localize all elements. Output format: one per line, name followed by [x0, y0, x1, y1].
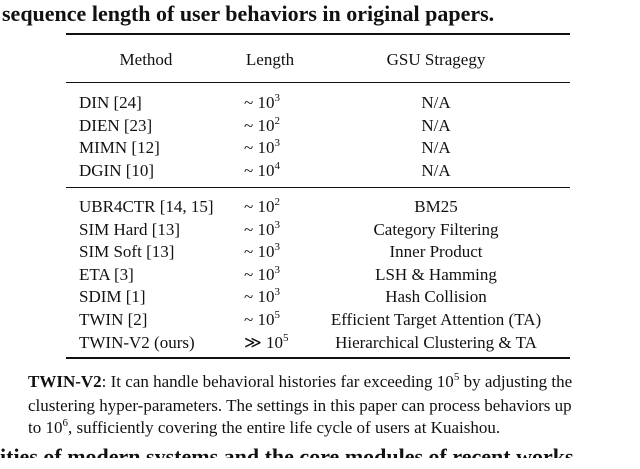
note-line-2: clustering hyper-parameters. The setting… [28, 396, 572, 415]
cell-gsu-strategy: Inner Product [389, 242, 483, 262]
table-row: TWIN-V2 (ours) ≫ 105 Hierarchical Clusteri… [0, 331, 640, 354]
cell-gsu-strategy: N/A [421, 93, 451, 112]
table-row: SDIM [1] ~ 103 Hash Collision [0, 285, 640, 308]
cell-length: ~ 102 [244, 196, 280, 216]
table-row: SIM Hard [13] ~ 103 Category Filtering [0, 218, 640, 241]
cell-gsu-strategy: N/A [421, 138, 451, 158]
group-divider-rule [66, 187, 570, 188]
table-row: DIN [24] ~ 103 N/A [0, 91, 640, 114]
cell-method: ETA [3] [79, 264, 134, 284]
cell-length: ~ 103 [244, 241, 280, 262]
cell-gsu-strategy: Hash Collision [385, 287, 487, 307]
cell-method: TWIN [2] [79, 310, 148, 329]
header-method: Method [119, 50, 173, 69]
header-rule [66, 82, 570, 83]
cell-gsu-strategy: BM25 [414, 197, 458, 216]
cell-gsu-strategy: LSH & Hamming [375, 264, 497, 284]
cell-method: MIMN [12] [79, 138, 160, 158]
cell-length: ~ 102 [244, 114, 280, 135]
cell-gsu-strategy: N/A [421, 115, 451, 135]
header-gsu-strategy: GSU Stragegy [386, 50, 486, 69]
cell-gsu-strategy: Efficient Target Attention (TA) [330, 310, 542, 329]
cell-length: ~ 104 [244, 159, 280, 180]
table-row: MIMN [12] ~ 103 N/A [0, 136, 640, 159]
note-bold-term: TWIN-V2 [28, 372, 102, 391]
cell-method: DIN [24] [79, 93, 142, 112]
cell-length: ~ 103 [244, 137, 280, 158]
cell-gsu-strategy: N/A [421, 160, 451, 180]
cell-method: SDIM [1] [79, 287, 146, 307]
table-row: TWIN [2] ~ 105 Efficient Target Attention … [0, 308, 640, 331]
table-note: TWIN-V2: It can handle behavioral histor… [28, 371, 640, 441]
header-length: Length [245, 50, 295, 69]
cell-length: ≫ 105 [244, 331, 289, 352]
cell-length: ~ 105 [244, 309, 280, 329]
cell-gsu-strategy: Category Filtering [373, 219, 499, 239]
cell-method: UBR4CTR [14, 15] [79, 197, 214, 216]
cell-method: SIM Hard [13] [79, 219, 181, 239]
cell-length: ~ 103 [244, 218, 280, 239]
cell-method: TWIN-V2 (ours) [79, 332, 195, 352]
table-row: SIM Soft [13] ~ 103 Inner Product [0, 240, 640, 263]
cell-length: ~ 103 [244, 263, 280, 284]
table-header-row: Method Length GSU Stragegy [0, 48, 640, 71]
cell-length: ~ 103 [244, 286, 280, 307]
table-caption: sequence length of user behaviors in ori… [2, 1, 495, 26]
cell-length: ~ 103 [244, 92, 280, 112]
top-rule [66, 33, 570, 35]
cell-method: DGIN [10] [79, 160, 155, 180]
table-row: UBR4CTR [14, 15] ~ 102 BM25 [0, 195, 640, 218]
bottom-rule [66, 357, 570, 359]
table-row: ETA [3] ~ 103 LSH & Hamming [0, 263, 640, 286]
table-row: DIEN [23] ~ 102 N/A [0, 114, 640, 137]
note-line-3: to 106, sufficiently covering the entire… [28, 417, 501, 437]
cell-method: SIM Soft [13] [79, 242, 175, 262]
body-text-fragment: ities of modern systems and the core mod… [0, 444, 580, 469]
table-row: DGIN [10] ~ 104 N/A [0, 159, 640, 182]
note-line-1: TWIN-V2: It can handle behavioral histor… [28, 371, 573, 391]
cell-method: DIEN [23] [79, 115, 153, 135]
cell-gsu-strategy: Hierarchical Clustering & TA [335, 332, 537, 352]
